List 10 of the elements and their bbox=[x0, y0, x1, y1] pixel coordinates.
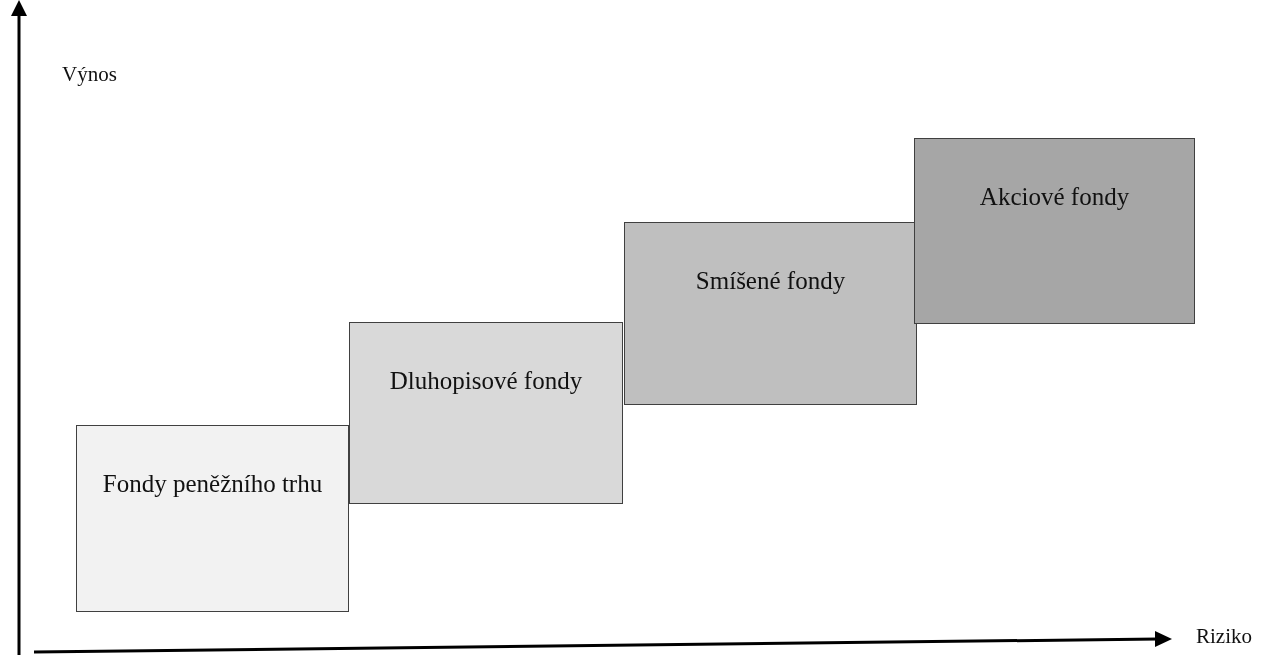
fund-box bbox=[914, 138, 1195, 324]
fund-label: Fondy peněžního trhu bbox=[102, 469, 323, 499]
fund-box bbox=[624, 222, 917, 405]
fund-box bbox=[76, 425, 349, 612]
axis-title: Výnos bbox=[62, 62, 117, 87]
fund-box bbox=[349, 322, 623, 504]
fund-label: Dluhopisové fondy bbox=[389, 366, 583, 396]
fund-label: Smíšené fondy bbox=[695, 266, 846, 296]
fund-label: Akciové fondy bbox=[979, 182, 1130, 212]
axis-title: Riziko bbox=[1196, 624, 1252, 649]
